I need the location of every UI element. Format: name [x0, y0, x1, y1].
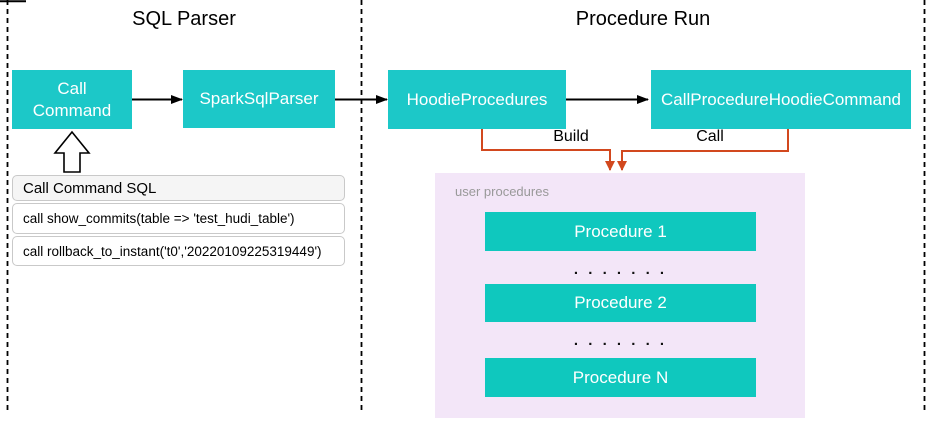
edge-label-build: Build [553, 128, 589, 145]
edge-label-call: Call [696, 128, 724, 145]
sql-parser-section-title: SQL Parser [132, 8, 236, 30]
node-procedure-1-label: Procedure 1 [574, 221, 667, 241]
sql-table-row: call rollback_to_instant('t0','202201092… [12, 236, 345, 266]
procedure-run-section-title: Procedure Run [575, 8, 711, 30]
node-procedure-1: Procedure 1 [485, 212, 756, 251]
node-call-command: Call Command [12, 70, 132, 129]
ellipsis-dots: . . . . . . . [573, 261, 668, 278]
sql-table-row: call show_commits(table => 'test_hudi_ta… [12, 203, 345, 234]
node-procedure-n-label: Procedure N [572, 367, 669, 387]
node-call-procedure-hoodie-command: CallProcedureHoodieCommand [651, 70, 911, 129]
node-procedure-2-label: Procedure 2 [574, 293, 667, 312]
up-arrow-icon [53, 130, 91, 173]
node-procedure-n: Procedure N [485, 358, 756, 397]
ellipsis-dots: . . . . . . . [573, 332, 668, 349]
sql-table-header: Call Command SQL [12, 175, 345, 201]
node-call-command-label: Call Command [32, 79, 112, 120]
node-spark-sql-parser-label: SparkSqlParser [199, 89, 319, 109]
node-spark-sql-parser: SparkSqlParser [183, 70, 335, 128]
node-call-procedure-hoodie-command-label: CallProcedureHoodieCommand [660, 89, 901, 109]
node-hoodie-procedures-label: HoodieProcedures [406, 89, 548, 109]
node-hoodie-procedures: HoodieProcedures [388, 70, 566, 129]
node-procedure-2: Procedure 2 [485, 284, 756, 322]
user-procedures-panel-label: user procedures [455, 184, 549, 199]
